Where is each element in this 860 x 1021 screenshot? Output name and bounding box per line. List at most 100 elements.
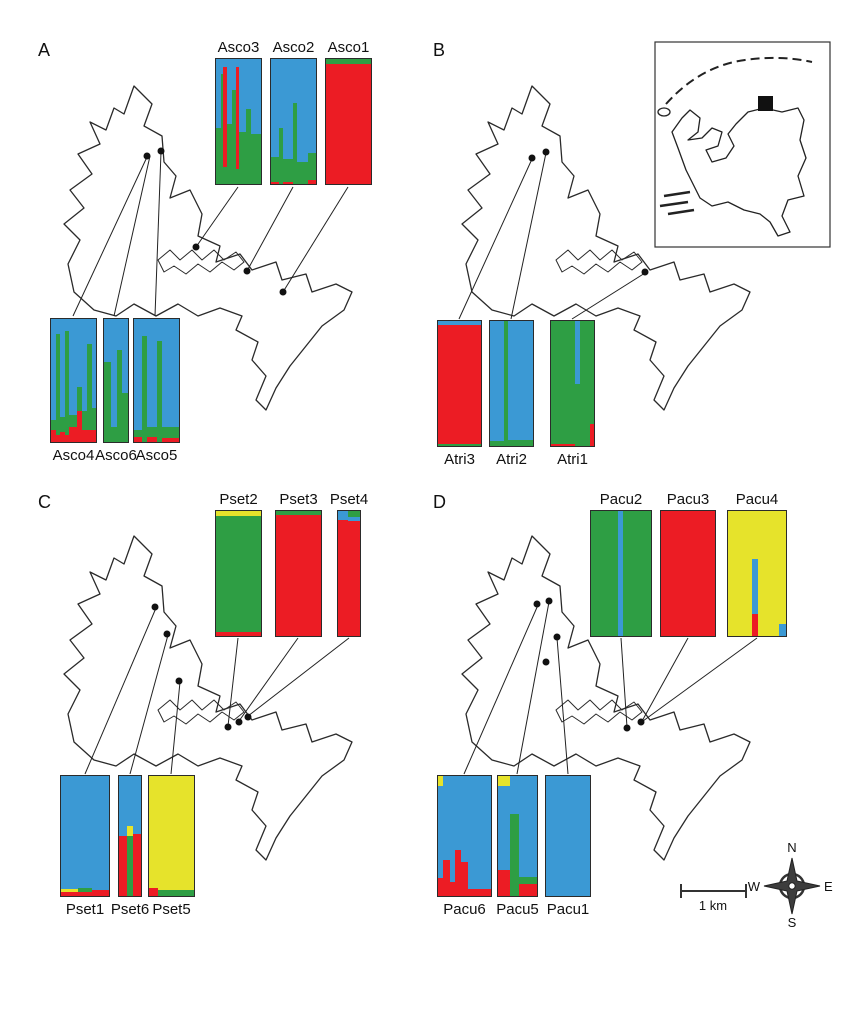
cluster-segment-red bbox=[338, 519, 348, 636]
cluster-segment-blue bbox=[104, 319, 112, 363]
cluster-segment-green bbox=[591, 511, 618, 636]
cluster-segment-blue bbox=[509, 776, 520, 815]
cluster-segment-red bbox=[223, 66, 227, 167]
connector-line bbox=[195, 186, 239, 248]
sample-site-dot bbox=[157, 147, 165, 155]
zeeland-islands-lines bbox=[659, 190, 695, 216]
cluster-segment-red bbox=[461, 862, 468, 896]
sample-site-dot bbox=[553, 633, 561, 641]
bar-column bbox=[117, 319, 122, 442]
connector-line bbox=[463, 604, 539, 775]
bar-column bbox=[161, 319, 179, 442]
cluster-segment-blue bbox=[239, 59, 246, 132]
bar-column bbox=[574, 321, 580, 446]
bar-column bbox=[589, 321, 594, 446]
cluster-segment-blue bbox=[92, 319, 96, 408]
compass-rose: N E S W bbox=[748, 840, 833, 930]
cluster-segment-blue bbox=[271, 59, 280, 157]
cluster-segment-blue bbox=[338, 511, 348, 520]
sample-site-dot bbox=[151, 603, 159, 611]
bar-column bbox=[92, 776, 109, 896]
netherlands-outline bbox=[671, 107, 807, 237]
cluster-segment-red bbox=[147, 437, 157, 442]
cluster-segment-red bbox=[271, 181, 280, 184]
cluster-segment-blue bbox=[292, 59, 297, 103]
cluster-segment-yellow bbox=[498, 776, 510, 786]
cluster-segment-green bbox=[111, 427, 118, 442]
cluster-segment-green bbox=[622, 511, 651, 636]
sample-site-dot bbox=[528, 154, 536, 162]
cluster-segment-yellow bbox=[728, 511, 753, 636]
connector-line bbox=[556, 637, 569, 775]
bar-column bbox=[133, 776, 141, 896]
cluster-segment-green bbox=[117, 349, 122, 442]
cluster-segment-blue bbox=[77, 319, 82, 387]
cluster-segment-blue bbox=[117, 319, 122, 350]
cluster-segment-green bbox=[81, 411, 87, 430]
cluster-segment-blue bbox=[519, 776, 537, 877]
sample-site-dot bbox=[542, 658, 550, 666]
sample-site-dot bbox=[623, 724, 631, 732]
cluster-segment-blue bbox=[235, 59, 240, 67]
population-label: Atri1 bbox=[557, 451, 588, 468]
bar-column bbox=[147, 319, 157, 442]
wadden-islands-dashed-line bbox=[665, 56, 813, 105]
cluster-segment-blue bbox=[443, 776, 450, 860]
cluster-segment-green bbox=[220, 74, 224, 184]
cluster-segment-red bbox=[133, 833, 141, 896]
cluster-segment-red bbox=[119, 836, 127, 896]
cluster-segment-red bbox=[216, 632, 261, 636]
connector-line bbox=[154, 151, 162, 317]
bar-column bbox=[235, 59, 240, 184]
cluster-segment-green bbox=[56, 333, 60, 435]
connector-line bbox=[642, 637, 758, 722]
cluster-segment-blue bbox=[86, 319, 93, 344]
cluster-segment-yellow bbox=[752, 511, 759, 559]
connector-line bbox=[227, 637, 239, 727]
cluster-segment-green bbox=[235, 169, 240, 184]
structure-bar-Pset6: Pset6 bbox=[111, 775, 149, 918]
bar-column bbox=[443, 776, 450, 896]
cluster-segment-red bbox=[443, 860, 450, 896]
cluster-segment-blue bbox=[226, 59, 233, 124]
cluster-segment-yellow bbox=[216, 511, 261, 516]
cluster-segment-green bbox=[216, 127, 221, 184]
cluster-segment-green bbox=[126, 835, 134, 896]
cluster-segment-red bbox=[752, 613, 759, 636]
connector-line bbox=[571, 272, 646, 320]
cluster-segment-blue bbox=[461, 776, 468, 863]
cluster-segment-blue bbox=[216, 59, 221, 128]
sample-site-dot bbox=[244, 713, 252, 721]
bar-column bbox=[216, 511, 261, 636]
population-label: Pset5 bbox=[152, 901, 191, 918]
bar-column bbox=[307, 59, 316, 184]
bar-column bbox=[347, 511, 360, 636]
cluster-segment-green bbox=[276, 511, 321, 515]
cluster-segment-green bbox=[589, 321, 594, 424]
cluster-segment-green bbox=[216, 516, 261, 633]
cluster-segment-yellow bbox=[158, 776, 194, 890]
bar-column bbox=[551, 321, 575, 446]
cluster-segment-green bbox=[282, 159, 293, 182]
sample-site-dot bbox=[143, 152, 151, 160]
connector-line bbox=[84, 607, 157, 775]
bar-column bbox=[56, 319, 60, 442]
cluster-segment-green bbox=[134, 429, 143, 438]
cluster-segment-green bbox=[226, 124, 233, 184]
bar-column bbox=[81, 319, 87, 442]
cluster-segment-red bbox=[161, 438, 179, 442]
cluster-segment-green bbox=[121, 392, 128, 442]
cluster-segment-red bbox=[92, 429, 96, 442]
connector-line bbox=[129, 634, 169, 775]
cluster-segment-green bbox=[65, 331, 69, 435]
cluster-segment-blue bbox=[68, 319, 78, 415]
structure-bar-Pset4: Pset4 bbox=[330, 491, 368, 637]
cluster-segment-red bbox=[449, 881, 455, 896]
bar-column bbox=[279, 59, 283, 184]
bar-column bbox=[728, 511, 753, 636]
sample-site-dot bbox=[235, 718, 243, 726]
cluster-segment-green bbox=[574, 383, 580, 446]
cluster-segment-green bbox=[438, 443, 481, 446]
